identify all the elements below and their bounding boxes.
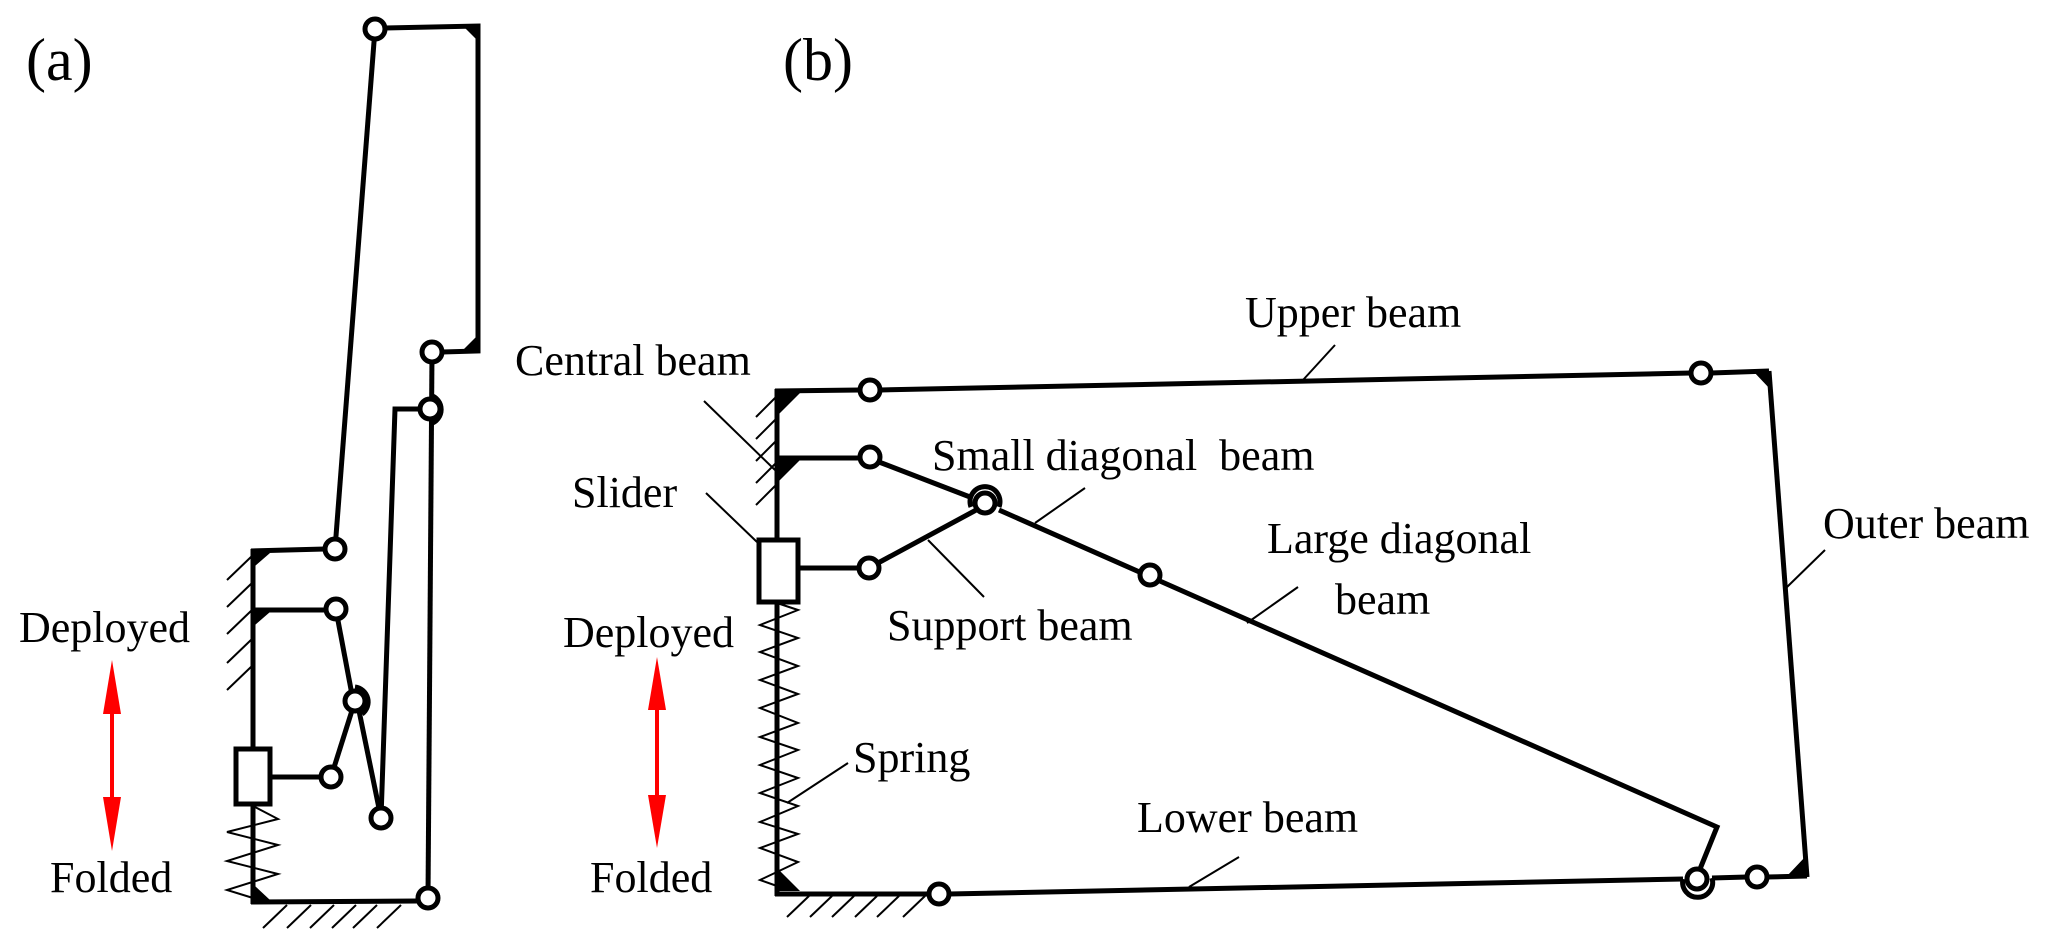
a-wall-hatch [226, 555, 253, 691]
leader-lower-beam [1188, 856, 1240, 888]
b-lower-beam-right2 [1766, 873, 1808, 880]
a-slider [233, 746, 273, 807]
a-fixed-joint-bar2 [255, 612, 270, 625]
a-large-diagonal [354, 700, 384, 819]
b-pin-upper-right [1688, 360, 1714, 386]
b-wall-hatch [755, 396, 777, 506]
b-pin-lower-left [926, 881, 952, 907]
a-pin-lower [368, 805, 394, 831]
a-top-bar [250, 546, 326, 554]
b-fixed-joint-lower-left [779, 870, 800, 891]
b-pin-lower-right [1744, 864, 1770, 890]
label-large-diagonal-line1: Large diagonal [1267, 514, 1531, 563]
b-pin-large-diagonal [1137, 562, 1163, 588]
a-arrow-head-down [103, 797, 121, 851]
b-arrow-head-up [648, 657, 666, 710]
b-spring [757, 602, 802, 887]
a-upper-link [384, 23, 481, 355]
panel-a: (a) [19, 16, 481, 929]
b-deployed-label: Deployed [563, 608, 734, 657]
b-small-diagonal-beam [878, 459, 971, 500]
b-upper-beam [879, 370, 1692, 393]
b-lower-beam-right [1711, 874, 1748, 881]
a-small-diagonal [333, 609, 356, 701]
b-fixed-joint-lower-right [1787, 857, 1806, 876]
a-l-link [378, 406, 420, 819]
a-support-link [328, 700, 358, 778]
b-fixed-joint-central [779, 460, 800, 481]
a-double-pin [417, 396, 443, 422]
b-double-pin-lower [1684, 866, 1710, 892]
b-arrow-head-down [648, 795, 666, 848]
label-lower-beam: Lower beam [1137, 793, 1358, 842]
a-double-pin-mid [342, 688, 368, 714]
a-deployed-label: Deployed [19, 603, 190, 652]
label-upper-beam: Upper beam [1245, 288, 1461, 337]
label-central-beam: Central beam [515, 336, 751, 385]
b-folded-label: Folded [590, 853, 712, 902]
a-folded-label: Folded [50, 853, 172, 902]
b-fixed-joint-upper-left [779, 393, 800, 414]
b-pin-upper-left [857, 377, 883, 403]
b-double-pin-lower-outer [1680, 877, 1716, 900]
label-support-beam: Support beam [887, 601, 1133, 650]
b-double-pin-outer [967, 484, 1003, 508]
b-lower-beam [948, 876, 1684, 897]
a-spring [223, 805, 282, 899]
label-spring: Spring [853, 733, 970, 782]
leader-spring [786, 762, 849, 804]
b-leader-lines [703, 344, 1826, 888]
a-right-rod [425, 351, 435, 899]
a-ground-hatch [262, 904, 402, 929]
a-pin-top [362, 16, 388, 42]
b-outer-beam [1766, 370, 1810, 878]
leader-central-beam [703, 400, 776, 471]
b-upper-beam-stub [774, 387, 861, 394]
a-fixed-joint-top [463, 26, 478, 41]
panel-a-label: (a) [26, 27, 93, 93]
panel-b: (b) [515, 27, 2029, 918]
a-long-rod [332, 28, 378, 550]
leader-upper-beam [1302, 344, 1336, 381]
a-pin-slider [318, 764, 344, 790]
label-small-diagonal-beam: Small diagonal beam [932, 431, 1314, 480]
a-pin-bottom [415, 885, 441, 911]
a-fixed-joint-bottom [255, 886, 270, 900]
label-large-diagonal-line2: beam [1335, 575, 1430, 624]
a-arrow-head-up [103, 660, 121, 714]
b-large-diagonal-beam [997, 507, 1721, 870]
leader-outer-beam [1785, 549, 1826, 589]
b-motion-arrow [648, 657, 666, 848]
b-slider [756, 537, 801, 605]
a-pin-bar1 [322, 536, 348, 562]
a-double-pin-mid-outer [354, 684, 371, 717]
a-bottom-bar [250, 898, 419, 905]
b-pin-slider [856, 555, 882, 581]
label-outer-beam: Outer beam [1823, 499, 2029, 548]
leader-large-diagonal [1246, 586, 1299, 624]
panel-b-label: (b) [783, 27, 853, 93]
a-pin-bar2 [323, 596, 349, 622]
label-slider: Slider [572, 468, 677, 517]
b-support-beam [876, 506, 980, 566]
leader-support-beam [927, 539, 985, 598]
leader-slider [705, 492, 758, 543]
b-pin-central [857, 444, 883, 470]
b-double-pin [972, 490, 998, 516]
a-fixed-joint-mid [462, 335, 478, 351]
b-ground-hatch [786, 895, 926, 918]
leader-small-diagonal [1034, 487, 1086, 524]
a-motion-arrow [103, 660, 121, 851]
a-pin-upper-right [419, 339, 445, 365]
a-fixed-joint-bar1 [255, 553, 270, 566]
b-fixed-joint-upper-right [1753, 371, 1770, 389]
